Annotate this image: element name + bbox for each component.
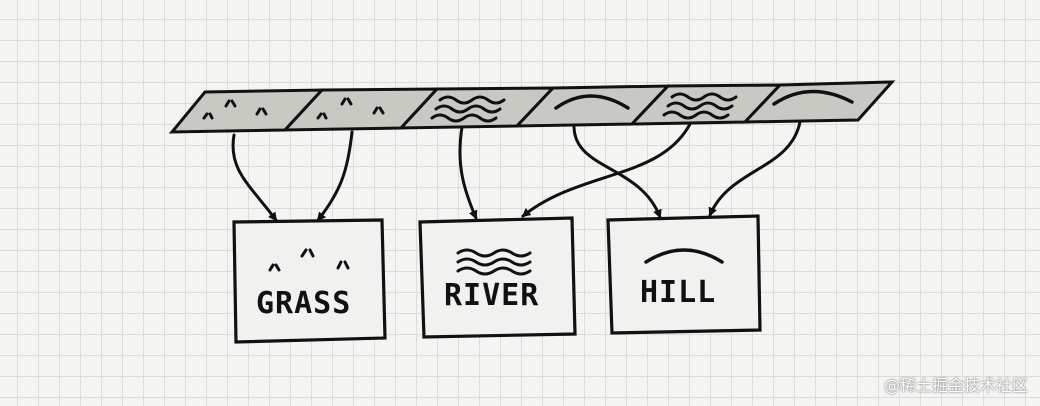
tile-strip (168, 80, 896, 134)
grass-icon (202, 99, 268, 120)
river-icon (456, 248, 532, 276)
hill-icon (772, 89, 854, 106)
watermark: @稀土掘金技术社区 (883, 376, 1028, 395)
type-label-hill: HILL (640, 275, 716, 310)
arrow-tile4-hill (572, 125, 662, 219)
arrow-tile5-river (521, 122, 692, 218)
tile-2 (281, 87, 441, 132)
hill-icon (644, 248, 724, 264)
type-label-river: RIVER (444, 278, 539, 313)
grass-icon (316, 97, 385, 120)
type-box-grass: GRASS (232, 218, 387, 344)
arrow-tile2-grass (316, 130, 354, 222)
arrow-tile3-river (458, 125, 478, 220)
hill-icon (554, 94, 630, 110)
tile-6 (741, 80, 896, 124)
grass-icon (268, 248, 350, 272)
arrow-tile6-hill (708, 120, 802, 217)
type-box-river: RIVER (418, 216, 577, 339)
type-box-hill: HILL (606, 214, 762, 335)
arrow-tile1-grass (231, 133, 278, 222)
river-icon (430, 95, 506, 123)
arrows (231, 120, 802, 222)
tile-3 (397, 86, 557, 130)
type-label-grass: GRASS (256, 286, 351, 321)
river-icon (662, 92, 738, 120)
